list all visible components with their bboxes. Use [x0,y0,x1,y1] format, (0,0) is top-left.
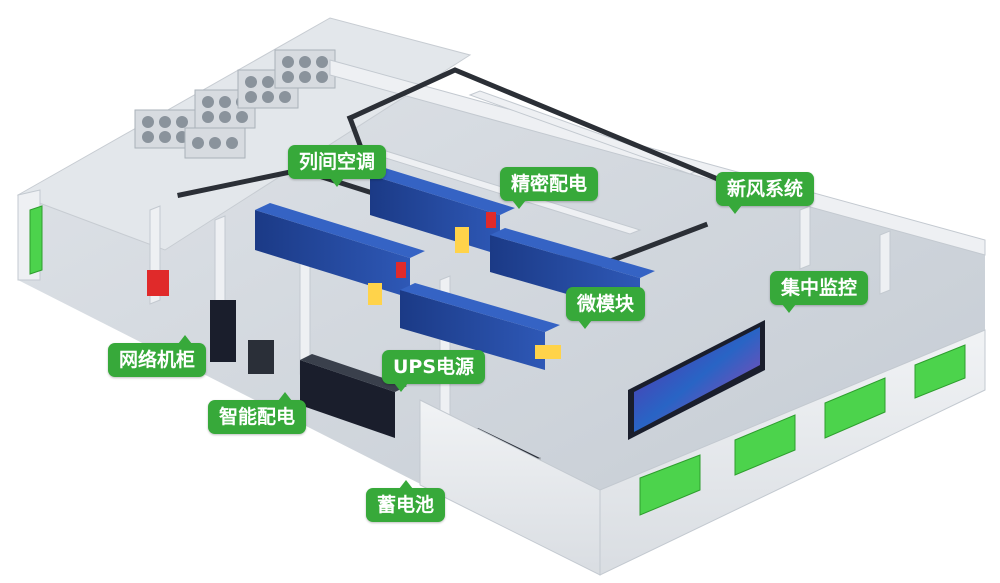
condenser-icon [274,49,336,89]
cold-aisle-door [455,227,469,253]
video-wall-icon [628,320,765,440]
cold-aisle-door [368,283,382,305]
ups-label: UPS电源 [382,350,486,392]
network-cabinet-label: 网络机柜 [108,335,207,377]
cold-aisle-door [535,345,561,359]
front-walls [419,329,986,576]
alarm-light [396,262,406,278]
micro-module-label: 微模块 [566,287,646,329]
rack-row-2 [255,203,425,305]
network-cabinets [147,270,236,362]
condenser-icon [184,127,246,159]
alarm-light [486,212,496,228]
smart-pdu-label: 智能配电 [208,392,307,434]
rack-row-4 [400,283,561,370]
rack-row-1 [370,168,515,255]
fresh-air-label: 新风系统 [716,172,815,214]
battery-label: 蓄电池 [366,480,446,522]
central-monitor-label: 集中监控 [770,271,869,313]
precision-pdu-label: 精密配电 [500,167,599,209]
windows [29,205,966,516]
smart-pdu-cabinets [248,340,407,438]
row-ac-label: 列间空调 [288,145,387,187]
rooftop-condensers [134,49,336,159]
